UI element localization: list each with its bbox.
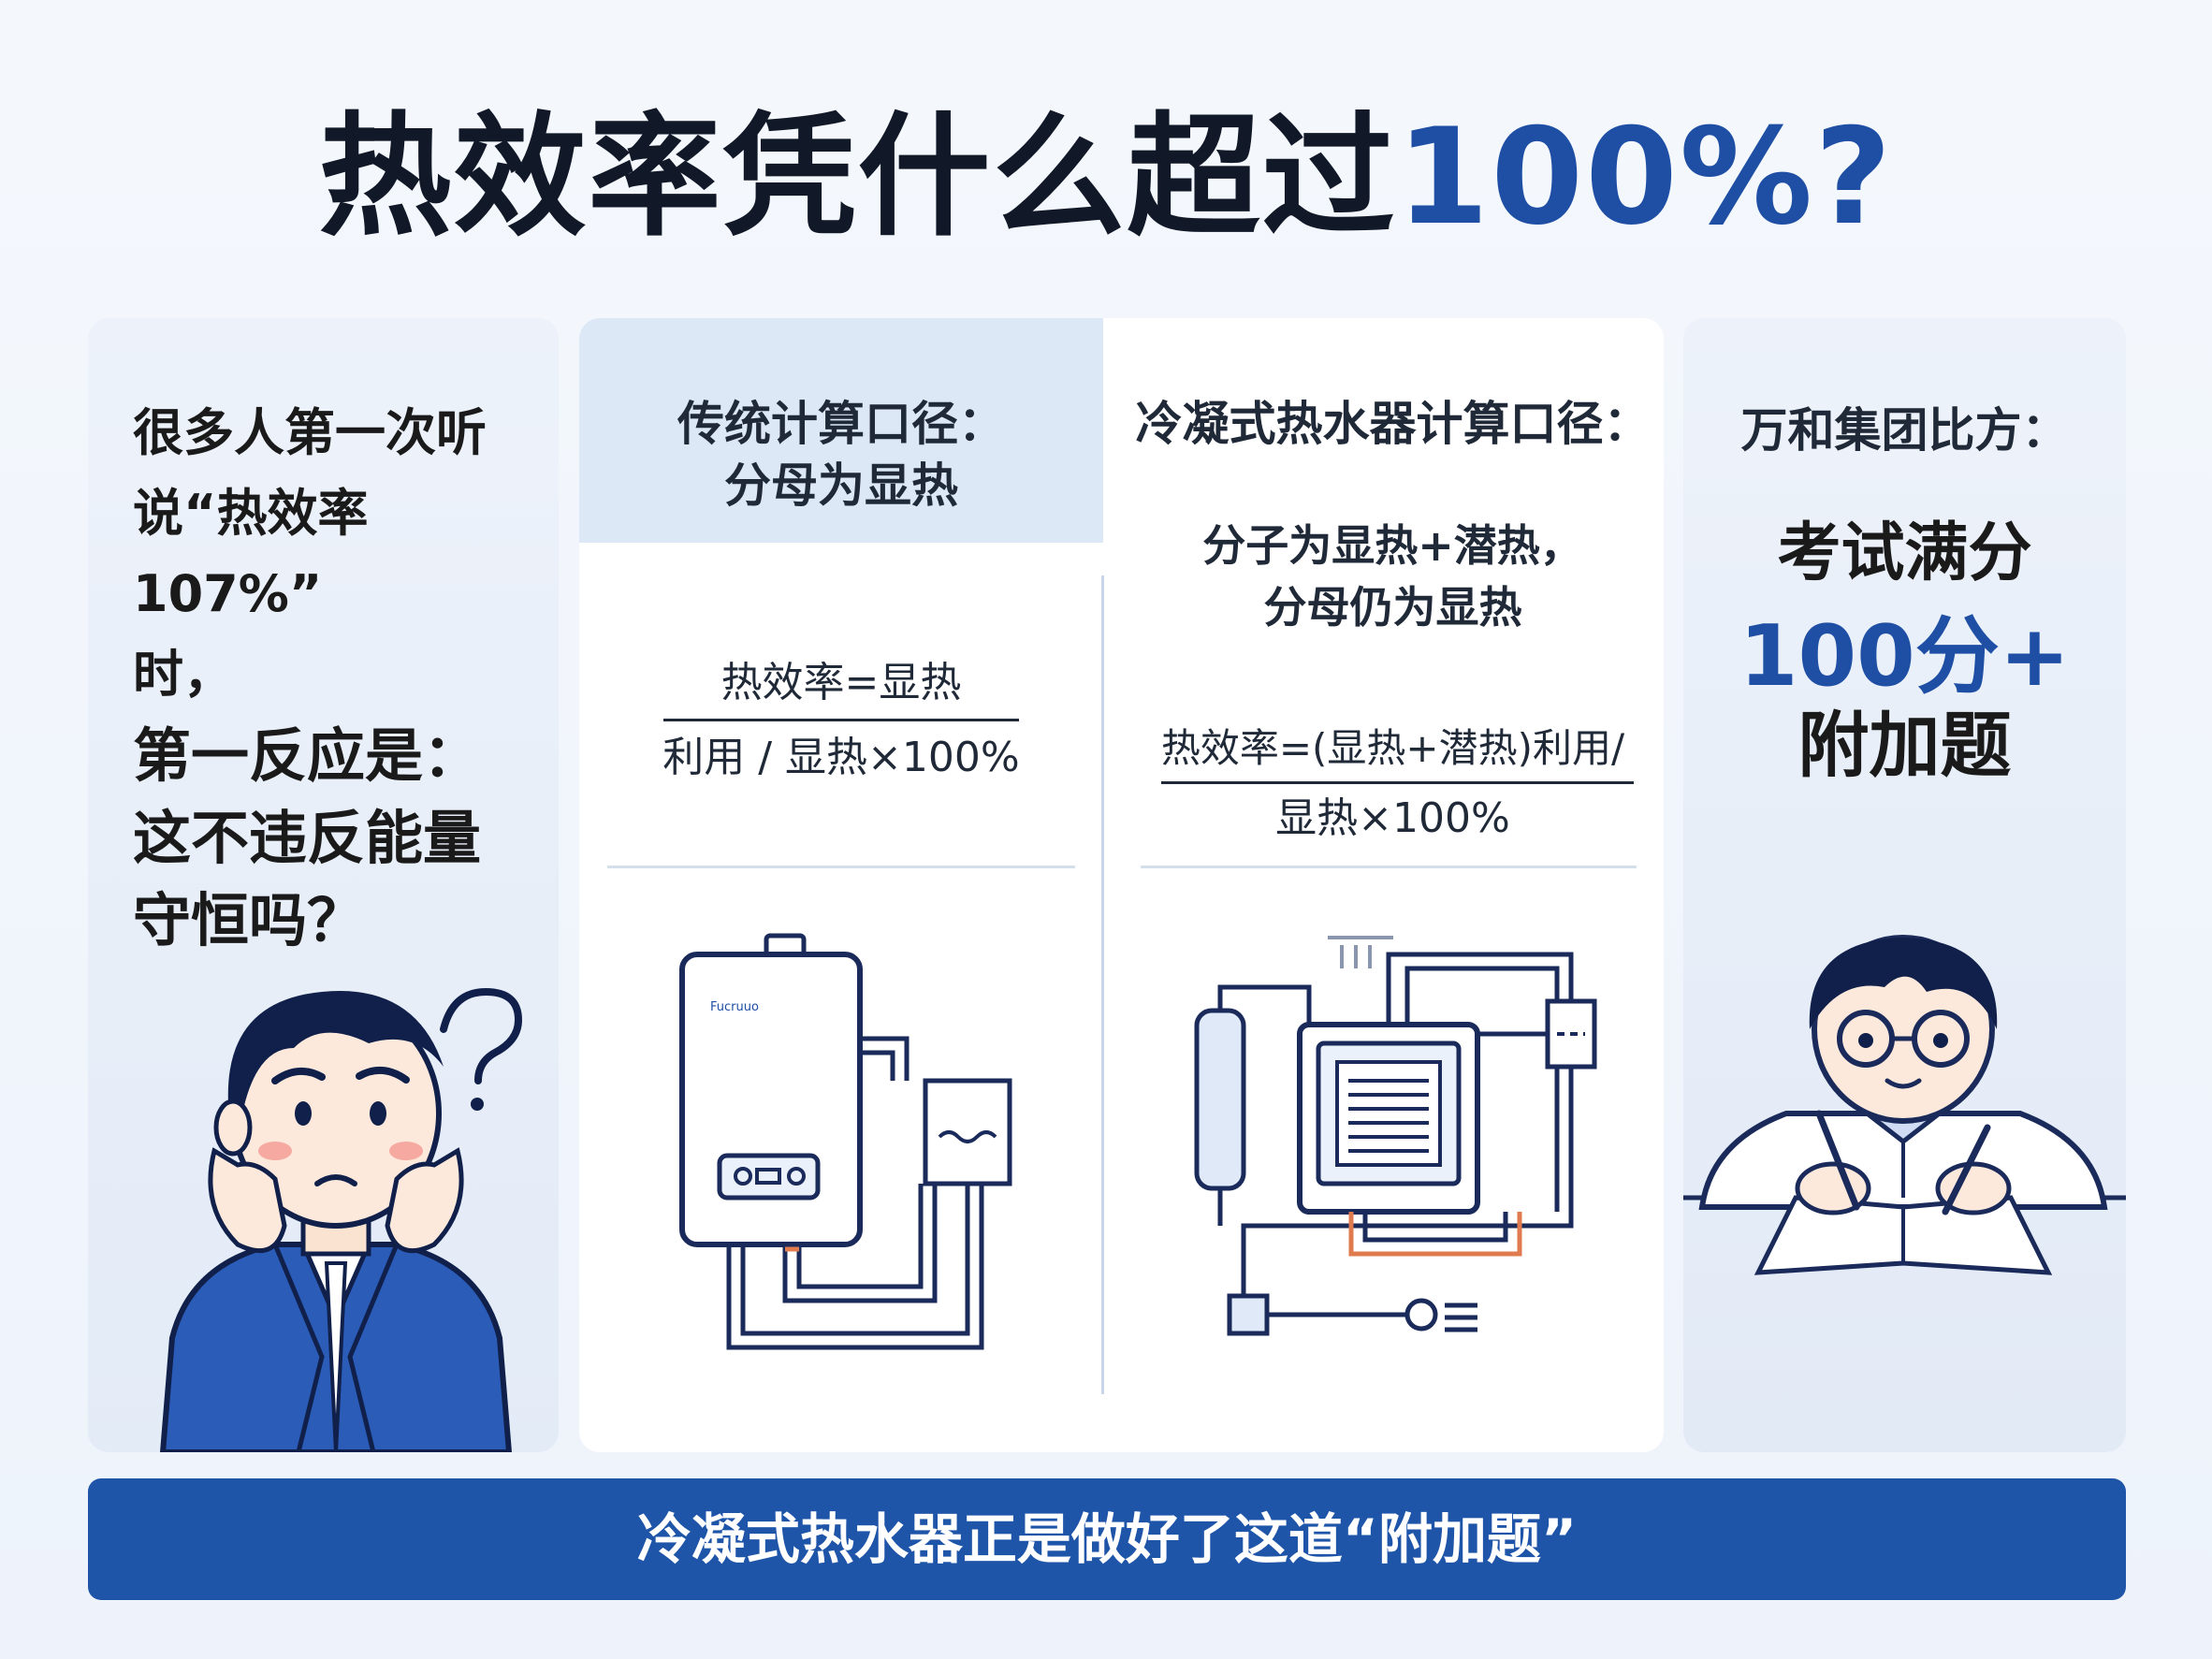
question-line-3: 时， <box>133 645 234 704</box>
traditional-heading-1: 传统计算口径： <box>677 397 1005 451</box>
title-main: 热效率凭什么超过 <box>318 100 1397 255</box>
condensing-separator <box>1141 866 1637 868</box>
question-text: 很多人第一次听 说“热效率107%” 时， 第一反应是： 这不违反能量 守恒吗？ <box>133 393 535 962</box>
question-line-5: 这不违反能量 <box>133 804 482 872</box>
condensing-sub-1: 分子为显热+潜热， <box>1202 520 1583 571</box>
page-title: 热效率凭什么超过100%? <box>0 94 2212 262</box>
heater-brand-label: Fucruuo <box>710 1000 759 1014</box>
traditional-formula-top: 热效率=显热 <box>720 659 962 706</box>
traditional-heading-2: 分母为显热 <box>724 458 958 513</box>
question-line-6: 守恒吗？ <box>133 886 366 954</box>
formula-panel: 传统计算口径： 分母为显热 热效率=显热 利用 / 显热×100% Fucruu… <box>579 318 1664 1452</box>
analogy-line-3: 附加题 <box>1797 704 2012 787</box>
question-line-1: 很多人第一次听 <box>133 403 487 462</box>
analogy-line-2: 100分+ <box>1739 607 2071 706</box>
traditional-heading: 传统计算口径： 分母为显热 <box>579 393 1103 517</box>
question-mark-icon <box>440 987 523 1084</box>
traditional-header-bg <box>579 318 1103 543</box>
condensing-subheading: 分子为显热+潜热， 分母仍为显热 <box>1122 515 1664 638</box>
confused-man-illustration <box>159 987 523 1452</box>
traditional-separator <box>607 866 1075 868</box>
question-line-2: 说“热效率107%” <box>133 484 369 623</box>
title-highlight: 100%? <box>1396 100 1894 255</box>
traditional-fraction-line <box>663 719 1019 721</box>
formula-divider <box>1101 575 1104 1394</box>
condensing-fraction-line <box>1161 781 1634 784</box>
traditional-formula-bottom: 利用 / 显热×100% <box>662 734 1020 781</box>
student-illustration <box>1683 935 2126 1275</box>
condensing-formula-top: 热效率=(显热+潜热)利用/ <box>1160 725 1625 771</box>
analogy-line-1: 考试满分 <box>1777 517 2032 590</box>
condensing-formula-bottom: 显热×100% <box>1275 794 1510 842</box>
condensing-heading: 冷凝式热水器计算口径： <box>1135 397 1651 451</box>
analogy-heading: 万和集团比方： <box>1740 403 2069 458</box>
question-line-4: 第一反应是： <box>133 721 482 790</box>
condensing-heater-illustration <box>1194 936 1597 1336</box>
traditional-heater-illustration: Fucruuo <box>679 933 1012 1350</box>
question-panel: 很多人第一次听 说“热效率107%” 时， 第一反应是： 这不违反能量 守恒吗？ <box>88 318 559 1452</box>
analogy-panel: 万和集团比方： 考试满分 100分+ 附加题 <box>1683 318 2126 1452</box>
condensing-sub-2: 分母仍为显热 <box>1263 582 1522 633</box>
conclusion-banner: 冷凝式热水器正是做好了这道“附加题” <box>88 1478 2126 1600</box>
